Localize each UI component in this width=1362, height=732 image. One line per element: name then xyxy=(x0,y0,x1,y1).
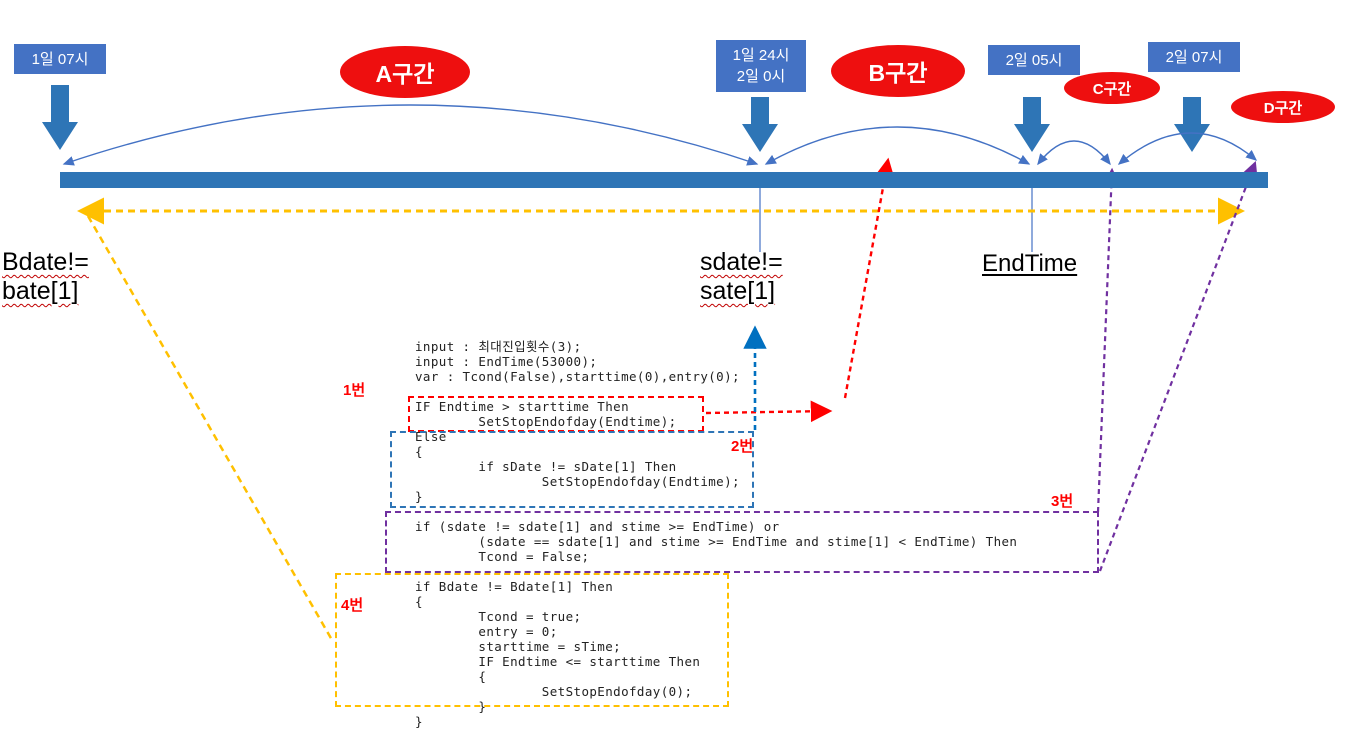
callout-1: 1번 xyxy=(343,382,366,399)
yellow-box4-connector xyxy=(86,215,334,641)
time-label-day2-05-text: 2일 05시 xyxy=(1005,51,1063,69)
section-b-badge: B구간 xyxy=(831,45,965,97)
time-label-day1-24-line2: 2일 0시 xyxy=(736,68,786,85)
section-c-badge: C구간 xyxy=(1064,72,1160,104)
sdate-annotation: sdate!= sate[1] xyxy=(700,248,783,305)
section-d-badge: D구간 xyxy=(1231,91,1335,123)
annotation-ticks xyxy=(759,188,1033,252)
code-block: input : 최대진입횟수(3); input : EndTime(53000… xyxy=(415,339,1018,729)
time-marker-arrow-icons xyxy=(42,85,1210,152)
section-a-label: A구간 xyxy=(375,61,435,87)
callout-3: 3번 xyxy=(1051,493,1074,510)
time-label-day1-24-line1: 1일 24시 xyxy=(732,47,790,64)
section-c-label: C구간 xyxy=(1092,80,1132,98)
section-a-badge: A구간 xyxy=(340,46,470,98)
time-label-day1-07: 1일 07시 xyxy=(14,44,106,74)
purple-box3-connectors xyxy=(1096,160,1259,572)
time-label-day2-07: 2일 07시 xyxy=(1148,42,1240,72)
time-label-day1-24: 1일 24시 2일 0시 xyxy=(716,40,806,92)
section-arcs xyxy=(62,104,1258,166)
code-box-2 xyxy=(390,431,754,508)
code-box-4 xyxy=(335,573,729,707)
time-label-day2-07-text: 2일 07시 xyxy=(1165,48,1223,66)
callout-2: 2번 xyxy=(731,438,754,455)
callout-4: 4번 xyxy=(341,597,364,614)
code-box-3 xyxy=(385,511,1099,573)
time-label-day1-07-text: 1일 07시 xyxy=(31,50,89,68)
section-d-label: D구간 xyxy=(1263,99,1303,117)
time-label-day2-05: 2일 05시 xyxy=(988,45,1080,75)
section-b-label: B구간 xyxy=(868,60,928,86)
bdate-annotation: Bdate!= bate[1] xyxy=(2,248,89,305)
code-box-1 xyxy=(408,396,704,432)
timeline-bar xyxy=(60,172,1268,188)
endtime-annotation: EndTime xyxy=(982,250,1078,277)
